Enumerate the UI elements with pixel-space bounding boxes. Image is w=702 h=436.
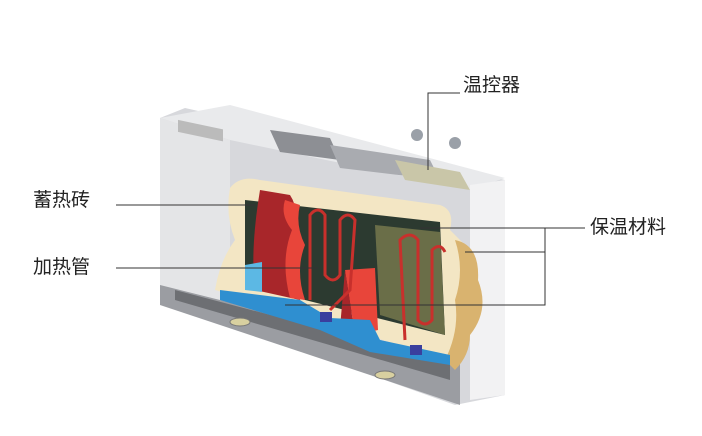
insulation-label: 保温材料 <box>590 216 667 238</box>
heating-tube-label: 加热管 <box>33 256 91 278</box>
storage-brick-label: 蓄热砖 <box>33 189 91 211</box>
thermostat-label: 温控器 <box>463 74 521 96</box>
heating-tubes <box>308 208 447 341</box>
insulation-leader <box>285 227 585 306</box>
blue-base <box>220 262 450 365</box>
leader-lines <box>116 92 585 306</box>
thermostat-leader <box>427 92 460 170</box>
